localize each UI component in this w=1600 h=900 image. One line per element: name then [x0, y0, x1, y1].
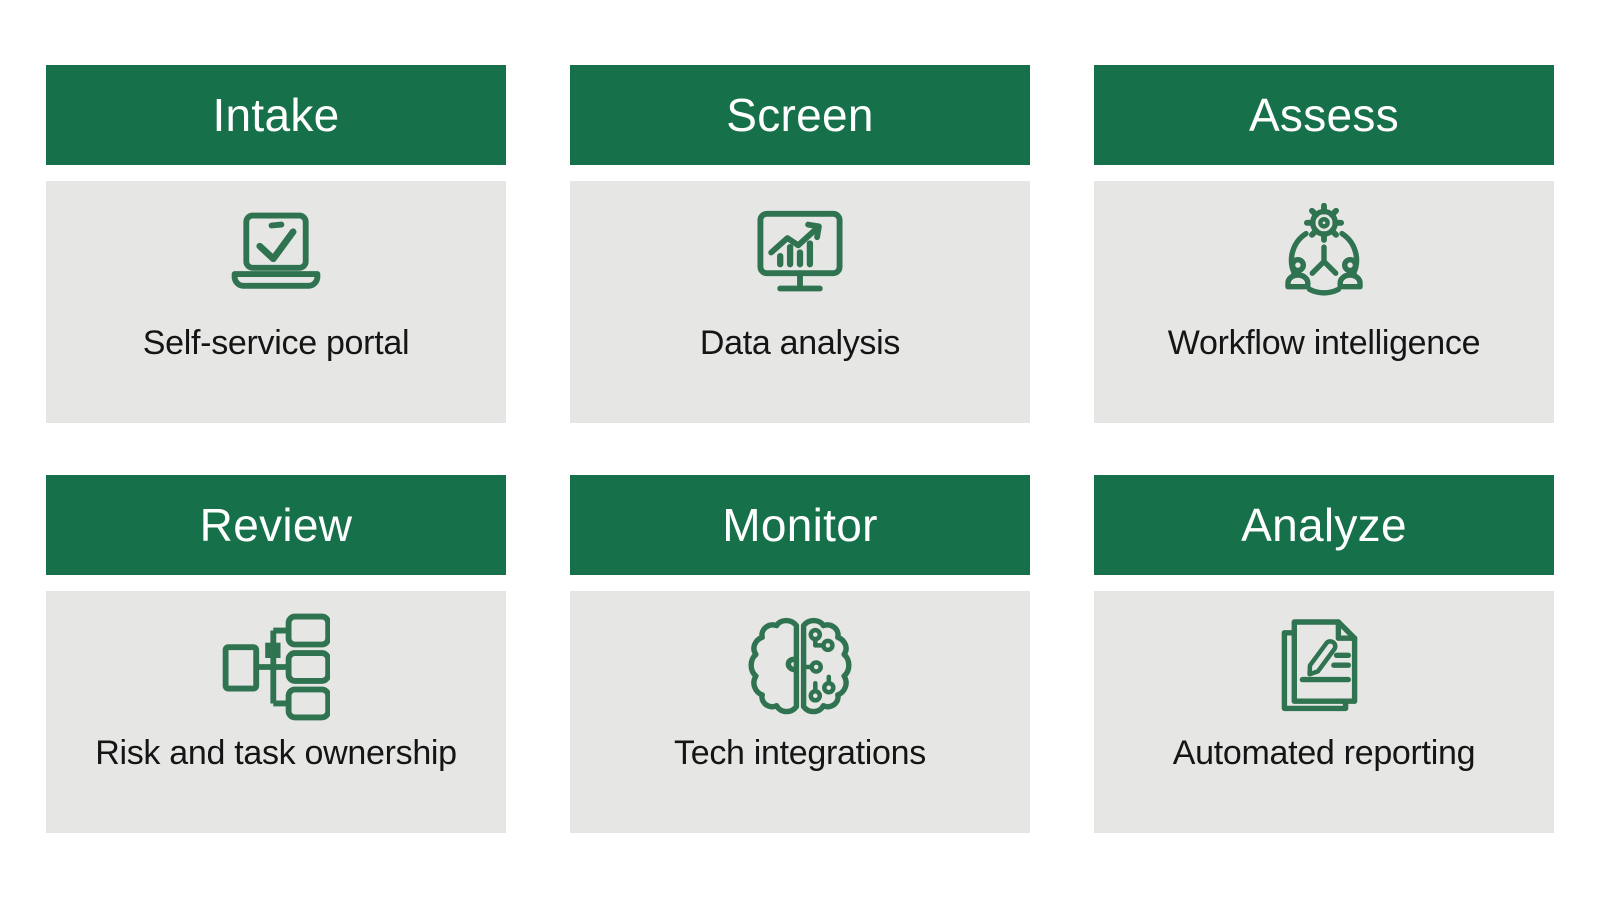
card-body-assess: Workflow intelligence	[1094, 181, 1554, 423]
card-review: Review Risk and task ownership	[46, 475, 506, 833]
card-body-intake: Self-service portal	[46, 181, 506, 423]
card-title: Analyze	[1241, 499, 1407, 551]
card-label: Tech integrations	[674, 734, 926, 772]
process-infographic: Intake Self-service portal Screen	[46, 65, 1554, 833]
card-title: Assess	[1248, 89, 1400, 141]
card-label: Workflow intelligence	[1167, 324, 1481, 362]
card-monitor: Monitor Tech integra	[570, 475, 1030, 833]
card-header-review: Review	[46, 475, 506, 575]
card-screen: Screen Data analysis	[570, 65, 1030, 423]
card-label: Self-service portal	[142, 324, 410, 362]
card-label: Data analysis	[699, 324, 901, 362]
laptop-check-icon	[222, 201, 330, 313]
card-title: Intake	[212, 89, 340, 141]
card-title: Review	[199, 499, 353, 551]
flowchart-hierarchy-icon	[222, 611, 330, 723]
brain-circuit-icon	[746, 611, 854, 723]
card-header-assess: Assess	[1094, 65, 1554, 165]
card-title: Monitor	[722, 499, 878, 551]
card-header-monitor: Monitor	[570, 475, 1030, 575]
card-body-analyze: Automated reporting	[1094, 591, 1554, 833]
card-analyze: Analyze Automated reporting	[1094, 475, 1554, 833]
card-title: Screen	[726, 89, 874, 141]
monitor-chart-icon	[746, 201, 854, 313]
card-intake: Intake Self-service portal	[46, 65, 506, 423]
gear-people-network-icon	[1270, 201, 1378, 313]
card-header-screen: Screen	[570, 65, 1030, 165]
card-body-screen: Data analysis	[570, 181, 1030, 423]
document-pencil-icon	[1270, 611, 1378, 723]
card-header-analyze: Analyze	[1094, 475, 1554, 575]
card-body-review: Risk and task ownership	[46, 591, 506, 833]
card-assess: Assess Workflow intelligence	[1094, 65, 1554, 423]
card-label: Risk and task ownership	[95, 734, 457, 772]
card-header-intake: Intake	[46, 65, 506, 165]
card-label: Automated reporting	[1172, 734, 1476, 772]
card-body-monitor: Tech integrations	[570, 591, 1030, 833]
